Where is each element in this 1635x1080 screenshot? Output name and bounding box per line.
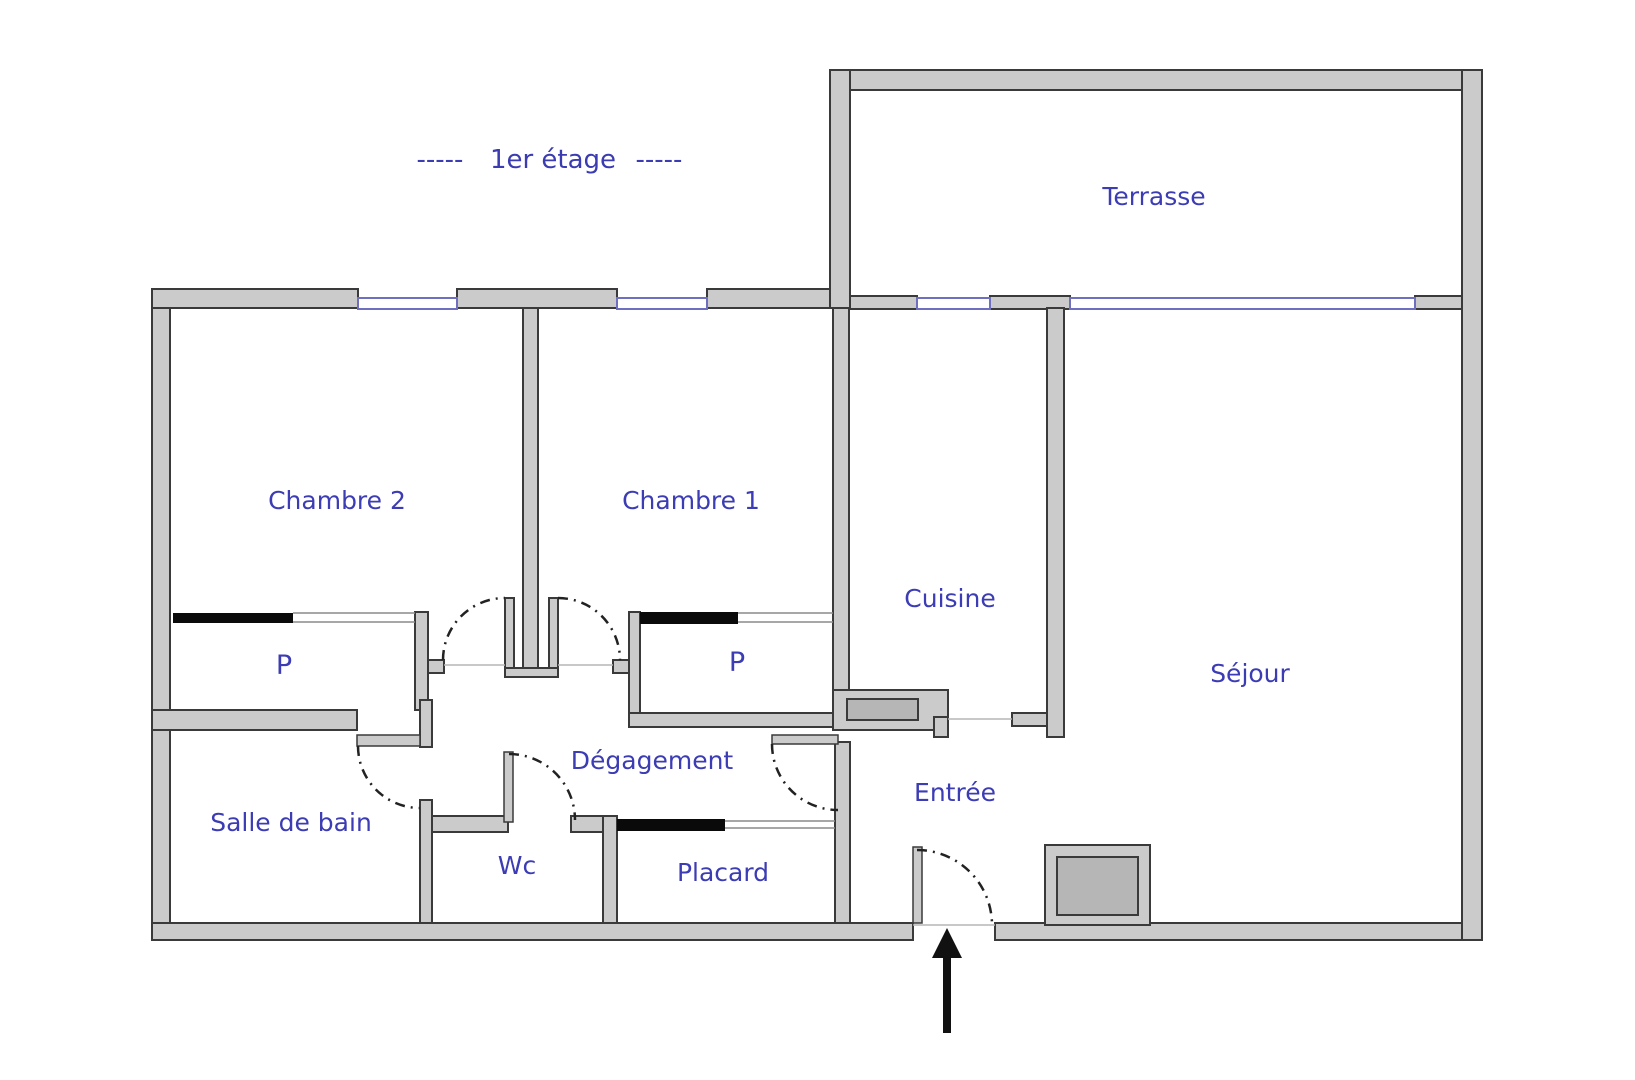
wall-cuisine-sejour-stub <box>1011 712 1048 727</box>
door-arc-chambre1 <box>557 596 622 661</box>
page-title: 1er étage <box>490 145 616 175</box>
door-arc-sdb <box>356 745 421 810</box>
duct-entree-inner <box>1056 856 1139 916</box>
title-dashes-left: ----- <box>417 145 464 175</box>
window-chambre1 <box>616 297 708 310</box>
window-chambre2 <box>357 297 458 310</box>
wall-sdb-top <box>151 709 358 731</box>
door-leaf-wc <box>503 751 514 823</box>
wall-outer-right <box>1461 69 1483 941</box>
wall-bottom-seg2 <box>994 922 1463 941</box>
wall-terrace-bottom-seg3 <box>1414 295 1463 310</box>
room-label-entree: Entrée <box>914 778 996 807</box>
wall-closet1-bottom <box>628 712 851 728</box>
wall-closet1-stub <box>612 659 630 674</box>
wall-closet1-left <box>628 611 641 714</box>
wall-wc-top-left <box>431 815 509 833</box>
door-arc-chambre2 <box>441 596 506 661</box>
wall-door-post-left <box>504 597 515 678</box>
wall-terrace-bottom-seg1 <box>849 295 918 310</box>
wall-sdb-jamb <box>419 699 433 748</box>
wall-closet2-stub <box>427 659 445 674</box>
title-dashes-right: ----- <box>636 145 683 175</box>
room-label-placard-chambre2: P <box>276 650 292 681</box>
wall-placard-right <box>834 741 851 924</box>
wall-terrace-top <box>829 69 1483 91</box>
sliding-door-placard <box>617 819 725 831</box>
thin-lines <box>293 612 1012 926</box>
room-label-terrasse: Terrasse <box>1101 182 1205 211</box>
wall-wc-left <box>419 799 433 924</box>
wall-top-seg1 <box>151 288 359 309</box>
window-cuisine <box>916 297 991 310</box>
wall-door-post-foot <box>504 667 559 678</box>
wall-bottom-seg1 <box>151 922 914 941</box>
room-label-placard: Placard <box>677 858 769 887</box>
door-arc-wc <box>508 752 577 821</box>
door-leaf-sdb <box>356 734 421 747</box>
wall-closet2-right <box>414 611 429 711</box>
room-label-salle-de-bain: Salle de bain <box>210 808 372 837</box>
wall-cuisine-sejour <box>1046 307 1065 738</box>
room-label-chambre1: Chambre 1 <box>622 486 760 515</box>
room-label-placard-chambre1: P <box>729 647 745 678</box>
room-label-degagement: Dégagement <box>571 746 734 775</box>
duct-cuisine-foot <box>933 716 949 738</box>
windows <box>357 297 1416 310</box>
entrance-arrow <box>932 928 962 1033</box>
sliding-door-closet1 <box>640 612 738 624</box>
door-arc-entrance <box>916 848 994 926</box>
door-arc-degagement <box>770 743 839 812</box>
window-sejour <box>1069 297 1416 310</box>
wall-chambre1-cuisine <box>832 307 850 691</box>
duct-cuisine-inner <box>846 698 919 721</box>
sliding-doors <box>173 612 738 831</box>
wall-outer-left <box>151 288 171 941</box>
room-label-cuisine: Cuisine <box>904 584 995 613</box>
walls <box>151 69 1483 941</box>
wall-chambres-divider <box>522 307 539 671</box>
room-label-wc: Wc <box>498 851 536 880</box>
room-label-sejour: Séjour <box>1210 659 1290 688</box>
door-leaf-degagement <box>771 734 839 745</box>
wall-top-seg3 <box>706 288 833 309</box>
sliding-door-closet2 <box>173 613 293 623</box>
room-label-chambre2: Chambre 2 <box>268 486 406 515</box>
wall-wc-right <box>602 815 618 924</box>
wall-top-seg2 <box>456 288 618 309</box>
wall-door-post-right <box>548 597 559 678</box>
door-leaf-entrance <box>912 846 923 924</box>
doors <box>356 596 994 926</box>
wall-terrace-left <box>829 69 851 309</box>
